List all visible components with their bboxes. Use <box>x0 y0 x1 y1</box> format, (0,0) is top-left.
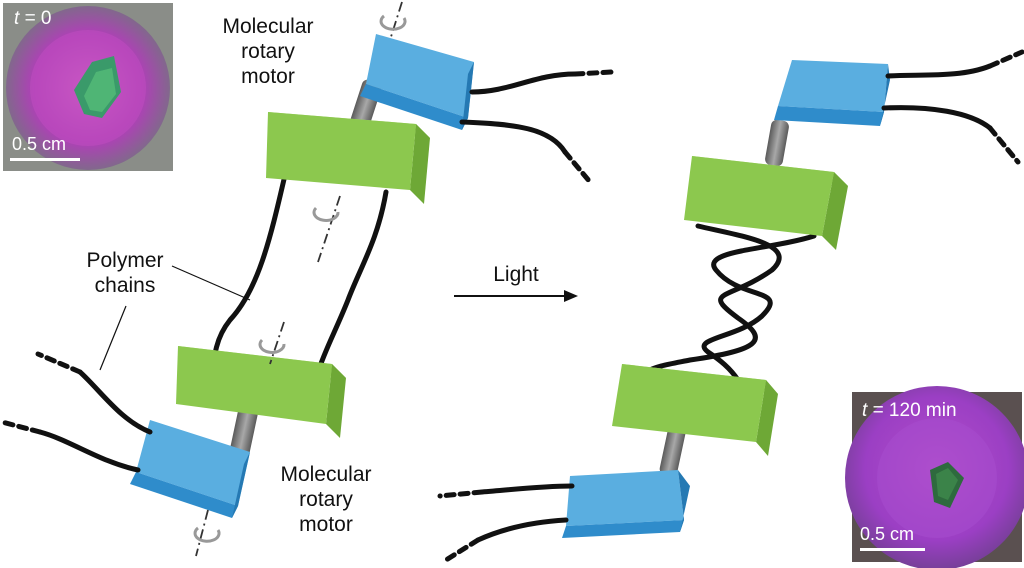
photo-after <box>845 386 1024 568</box>
time-value: = 120 min <box>872 400 957 421</box>
chains-top-right-motor <box>881 49 1024 165</box>
stator-block-bottom-left <box>176 346 346 438</box>
chains-bottom-right-motor <box>437 483 575 563</box>
polymer-chains-twisted <box>643 223 817 383</box>
stator-block-top-left <box>266 112 430 204</box>
time-variable: t <box>14 8 20 29</box>
stator-block-bottom-right <box>612 364 778 456</box>
rotation-axes-left <box>195 1 403 557</box>
scalebar-before <box>10 158 80 161</box>
polymer-chains-left <box>209 172 389 385</box>
stator-block-top-right <box>684 156 848 250</box>
photo-before-scale: 0.5 cm <box>12 134 67 154</box>
photo-after-time: t = 120 min <box>862 400 957 422</box>
time-value: = 0 <box>24 8 52 29</box>
polymer-leader-lines <box>99 265 251 371</box>
rotary-motor-top-left <box>360 34 474 130</box>
axle-bottom-right <box>659 421 687 477</box>
chains-top-motor <box>459 69 615 185</box>
photo-after-scale: 0.5 cm <box>860 524 915 544</box>
rotary-motor-bottom-left <box>130 420 250 518</box>
time-variable: t <box>862 400 868 421</box>
axle-top-right <box>765 119 789 167</box>
photo-before-time: t = 0 <box>14 8 52 30</box>
label-polymer-chains: Polymer chains <box>86 249 164 297</box>
label-motor-top: Molecular rotary motor <box>222 15 314 88</box>
label-light: Light <box>493 263 539 286</box>
label-motor-bottom: Molecular rotary motor <box>280 463 372 536</box>
rotary-motor-bottom-right <box>562 470 690 538</box>
chains-bottom-motor <box>0 351 153 473</box>
photo-before <box>3 3 173 171</box>
scalebar-after <box>860 548 925 551</box>
light-arrow <box>454 290 578 302</box>
axle-bottom-left <box>229 404 259 458</box>
rotation-arrows-left <box>193 14 407 543</box>
rotary-motor-top-right <box>774 60 890 126</box>
